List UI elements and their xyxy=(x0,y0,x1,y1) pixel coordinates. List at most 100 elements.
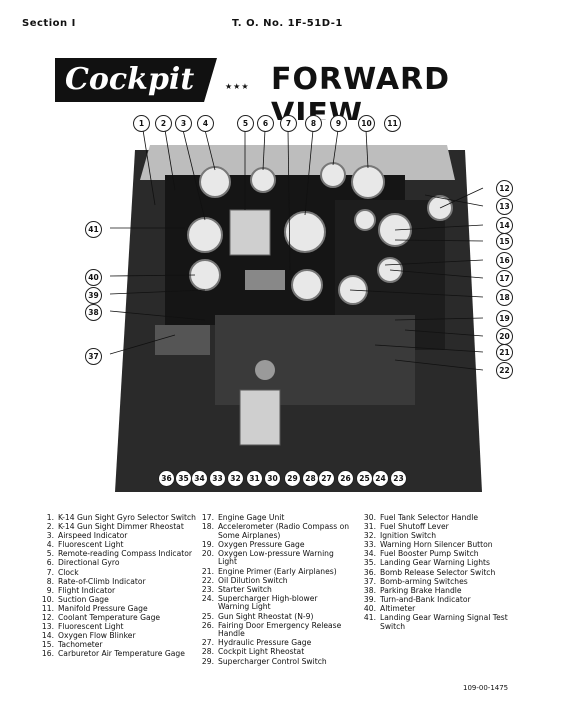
legend-item-number: 32. xyxy=(363,531,376,541)
legend-item-text: Rate-of-Climb Indicator xyxy=(58,576,146,586)
legend-item-number: 25. xyxy=(201,611,214,621)
legend-item-number: 17. xyxy=(201,513,214,522)
legend-item-text: Fuel Booster Pump Switch xyxy=(380,549,479,559)
title-forward-view: FORWARD VIEW xyxy=(271,62,451,132)
legend-item-number: 2. xyxy=(46,522,54,532)
legend-item-number: 20. xyxy=(201,548,214,558)
legend-item-number: 41. xyxy=(363,613,376,623)
legend-item-number: 36. xyxy=(363,567,376,577)
legend-item: 8.Rate-of-Climb Indicator xyxy=(40,576,196,587)
legend-item-text: Oxygen Pressure Gage xyxy=(218,539,305,549)
legend-item-number: 21. xyxy=(201,566,214,576)
legend-item-number: 14. xyxy=(41,631,54,641)
legend-item-text: Hydraulic Pressure Gage xyxy=(218,638,312,648)
legend-item-text: Bomb Release Selector Switch xyxy=(380,567,496,577)
callout-12: 12 xyxy=(496,180,513,197)
callout-28: 28 xyxy=(302,470,319,487)
legend-item-number: 4. xyxy=(46,540,54,550)
callout-10: 10 xyxy=(358,115,375,132)
legend-item-text: Ignition Switch xyxy=(380,531,437,541)
legend-item: 22.Oil Dilution Switch xyxy=(200,575,350,586)
legend-item: 33.Warning Horn Silencer Button xyxy=(362,541,512,550)
callout-13: 13 xyxy=(496,198,513,215)
legend-item: 18.Accelerometer (Radio Compass on Some … xyxy=(200,522,350,540)
legend-item-number: 11. xyxy=(41,603,54,613)
legend-item-number: 29. xyxy=(201,656,214,666)
legend-item: 20.Oxygen Low-pressure Warning Light xyxy=(200,548,350,567)
legend-item: 11. Manifold Pressure Gage xyxy=(40,603,196,614)
legend-item: 13.Fluorescent Light xyxy=(40,623,196,632)
callout-24: 24 xyxy=(372,470,389,487)
callout-5: 5 xyxy=(237,115,254,132)
callout-22: 22 xyxy=(496,362,513,379)
callout-35: 35 xyxy=(175,470,192,487)
callout-26: 26 xyxy=(337,470,354,487)
legend-item-number: 16. xyxy=(41,649,54,659)
legend-item: 32. Ignition Switch xyxy=(362,532,512,541)
legend-item-number: 37. xyxy=(363,576,376,586)
section-label: Section I xyxy=(22,18,76,29)
callout-2: 2 xyxy=(155,115,172,132)
legend-item-number: 30. xyxy=(363,513,376,522)
legend-item-text: Turn-and-Bank Indicator xyxy=(380,594,471,604)
callout-34: 34 xyxy=(191,470,208,487)
legend-item: 10.Suction Gage xyxy=(40,594,196,605)
legend-item: 36. Bomb Release Selector Switch xyxy=(362,567,512,578)
legend-item: 38. Parking Brake Handle xyxy=(362,585,512,596)
legend-item-text: Engine Gage Unit xyxy=(218,513,285,522)
legend-item-text: Oil Dilution Switch xyxy=(218,575,288,585)
legend-item-number: 24. xyxy=(201,593,214,603)
legend-item: 14.Oxygen Flow Blinker xyxy=(40,632,196,641)
callout-3: 3 xyxy=(175,115,192,132)
callout-23: 23 xyxy=(390,470,407,487)
legend-item: 35. Landing Gear Warning Lights xyxy=(362,559,512,568)
legend-item-number: 1. xyxy=(46,513,54,522)
callout-15: 15 xyxy=(496,233,513,250)
callout-29: 29 xyxy=(284,470,301,487)
legend-item-text: Suction Gage xyxy=(58,594,109,604)
legend-item: 6. Directional Gyro xyxy=(40,559,196,568)
legend-item-text: Manifold Pressure Gage xyxy=(58,603,148,613)
legend-item: 12. Coolant Temperature Gage xyxy=(40,613,196,623)
callout-33: 33 xyxy=(209,470,226,487)
legend-item: 3.Airspeed Indicator xyxy=(40,532,196,541)
callout-11: 11 xyxy=(384,115,401,132)
legend-item-text: Remote-reading Compass Indicator xyxy=(58,549,192,559)
document-number: 109-00-1475 xyxy=(463,684,509,692)
legend-item: 25.Gun Sight Rheostat (N-9) xyxy=(200,611,350,622)
callout-20: 20 xyxy=(496,328,513,345)
legend-item-text: Coolant Temperature Gage xyxy=(58,613,161,623)
callout-25: 25 xyxy=(356,470,373,487)
callout-37: 37 xyxy=(85,348,102,365)
legend-item: 15.Tachometer xyxy=(40,641,196,650)
page-title: Cockpit ★★★ FORWARD VIEW xyxy=(55,58,500,132)
legend-item-number: 35. xyxy=(363,558,376,568)
legend-item: 37.Bomb-arming Switches xyxy=(362,576,512,587)
legend-item: 4.Fluorescent Light xyxy=(40,541,196,550)
title-script-cockpit: Cockpit xyxy=(55,58,217,102)
legend-item-number: 3. xyxy=(46,531,54,541)
callout-16: 16 xyxy=(496,252,513,269)
legend-item-text: Landing Gear Warning Lights xyxy=(380,558,490,568)
callout-36: 36 xyxy=(158,470,175,487)
legend-item-text: Supercharger High-blower Warning Light xyxy=(218,593,318,612)
legend-item-text: K-14 Gun Sight Gyro Selector Switch xyxy=(58,513,196,522)
legend-item: 24. Supercharger High-blower Warning Ligh… xyxy=(200,593,350,612)
legend-item-number: 7. xyxy=(46,567,54,577)
legend-item: 21.Engine Primer (Early Airplanes) xyxy=(200,566,350,577)
legend-item-number: 38. xyxy=(363,585,376,595)
legend-item-number: 27. xyxy=(201,638,214,648)
legend-item-number: 6. xyxy=(46,558,54,568)
legend-item: 2.K-14 Gun Sight Dimmer Rheostat xyxy=(40,522,196,532)
legend-item-number: 5. xyxy=(46,549,54,559)
legend-item-text: Parking Brake Handle xyxy=(380,585,462,595)
legend-item: 27. Hydraulic Pressure Gage xyxy=(200,639,350,648)
legend-item: 39. Turn-and-Bank Indicator xyxy=(362,594,512,605)
legend-item-text: Cockpit Light Rheostat xyxy=(218,647,305,657)
legend-item-number: 39. xyxy=(363,594,376,604)
legend-item-number: 9. xyxy=(46,585,54,595)
legend-item-text: Directional Gyro xyxy=(58,558,120,568)
legend-item-number: 12. xyxy=(41,613,54,623)
